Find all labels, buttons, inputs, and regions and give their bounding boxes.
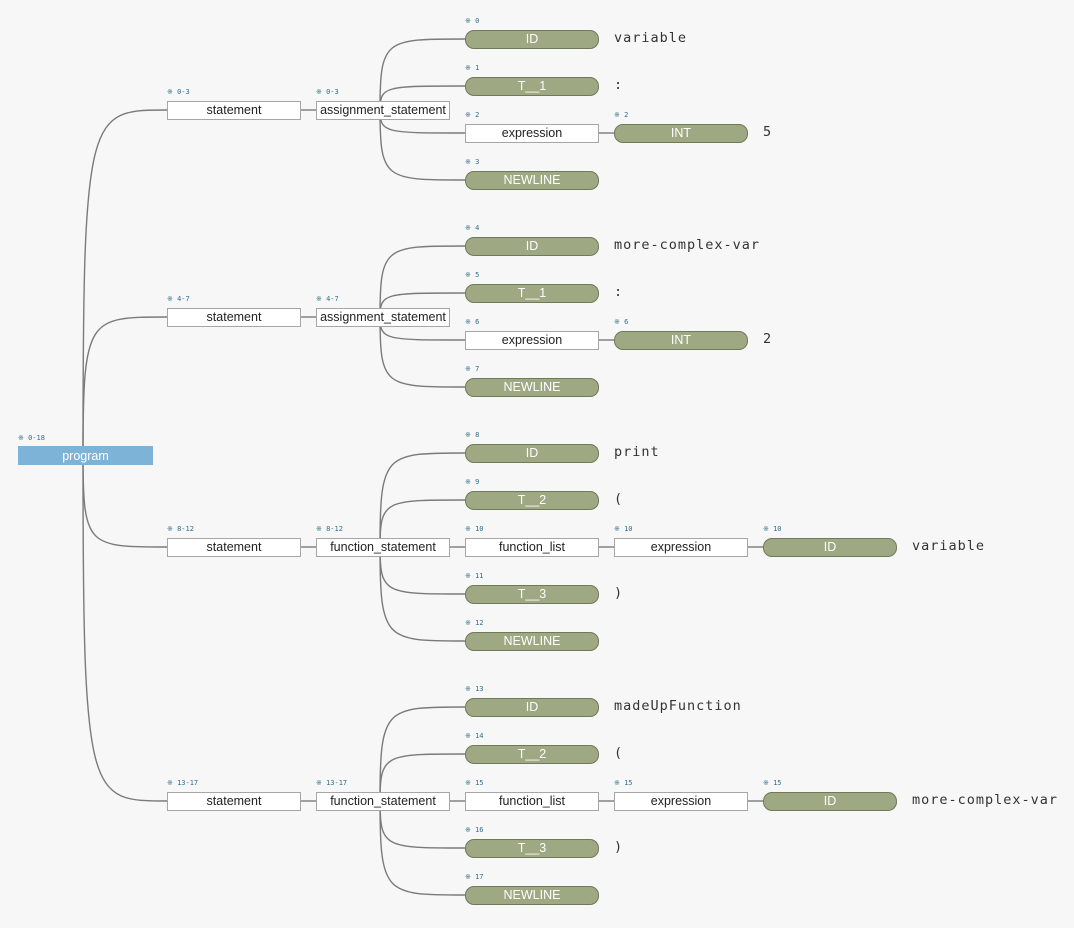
int-node[interactable]: INT [614,123,748,143]
node-range-label: ※ 13-17 [316,778,348,787]
token-text: 5 [763,124,773,140]
tree-edge [379,800,466,896]
node-range-label: ※ 15 [614,778,633,787]
node-range-label: ※ 17 [465,872,484,881]
tree-edge [82,455,168,548]
node-range-label: ※ 6 [614,317,629,326]
node-range-label: ※ 3 [465,157,480,166]
statement-node[interactable]: statement [167,791,301,811]
tree-edge [379,38,466,111]
node-range-label: ※ 13-17 [167,778,199,787]
root-range-label: ※ 0-18 [18,434,45,442]
node-range-label: ※ 4-7 [167,294,190,303]
node-range-label: ※ 15 [763,778,782,787]
tree-edge [379,706,466,802]
int-node[interactable]: INT [614,330,748,350]
tree-edge [82,455,168,802]
tree-edge [379,245,466,318]
newline-node[interactable]: NEWLINE [465,885,599,905]
tree-edge [82,316,168,456]
t-1-node[interactable]: T__1 [465,283,599,303]
id-node[interactable]: ID [465,697,599,717]
node-range-label: ※ 2 [465,110,480,119]
node-range-label: ※ 8 [465,430,480,439]
node-range-label: ※ 1 [465,63,480,72]
node-range-label: ※ 4-7 [316,294,339,303]
t-3-node[interactable]: T__3 [465,584,599,604]
node-range-label: ※ 6 [465,317,480,326]
id-node[interactable]: ID [465,443,599,463]
node-range-label: ※ 9 [465,477,480,486]
tree-edge [379,499,466,548]
node-range-label: ※ 0-3 [167,87,190,96]
node-range-label: ※ 10 [465,524,484,533]
newline-node[interactable]: NEWLINE [465,170,599,190]
token-text: madeUpFunction [614,698,742,714]
statement-node[interactable]: statement [167,100,301,120]
tree-edge [379,316,466,388]
tree-edge [379,452,466,548]
token-text: more-complex-var [912,792,1059,808]
tree-edge [379,753,466,802]
token-text: variable [614,30,688,46]
function-list-node[interactable]: function_list [465,791,599,811]
function-list-node[interactable]: function_list [465,537,599,557]
token-text: print [614,444,660,460]
statement-node[interactable]: statement [167,537,301,557]
node-range-label: ※ 15 [465,778,484,787]
node-range-label: ※ 0-3 [316,87,339,96]
tree-edge [379,109,466,181]
id-node[interactable]: ID [465,29,599,49]
function-statement-node[interactable]: function_statement [316,791,450,811]
id-node[interactable]: ID [763,537,897,557]
assignment-statement-node[interactable]: assignment_statement [316,100,450,120]
expression-node[interactable]: expression [614,537,748,557]
expression-node[interactable]: expression [614,791,748,811]
token-text: more-complex-var [614,237,761,253]
token-text: ( [614,491,624,507]
tree-edge [379,546,466,642]
node-range-label: ※ 10 [614,524,633,533]
t-2-node[interactable]: T__2 [465,744,599,764]
node-range-label: ※ 12 [465,618,484,627]
node-range-label: ※ 8-12 [316,524,343,533]
tree-edge [82,109,168,456]
expression-node[interactable]: expression [465,330,599,350]
node-range-label: ※ 7 [465,364,480,373]
node-range-label: ※ 13 [465,684,484,693]
function-statement-node[interactable]: function_statement [316,537,450,557]
token-text: ( [614,745,624,761]
newline-node[interactable]: NEWLINE [465,631,599,651]
token-text: ) [614,585,624,601]
token-text: : [614,77,624,93]
node-range-label: ※ 8-12 [167,524,194,533]
node-range-label: ※ 16 [465,825,484,834]
assignment-statement-node[interactable]: assignment_statement [316,307,450,327]
node-range-label: ※ 4 [465,223,480,232]
id-node[interactable]: ID [465,236,599,256]
program-root-node[interactable]: program [18,446,153,465]
t-2-node[interactable]: T__2 [465,490,599,510]
node-range-label: ※ 0 [465,16,480,25]
id-node[interactable]: ID [763,791,897,811]
token-text: variable [912,538,986,554]
node-range-label: ※ 5 [465,270,480,279]
token-text: : [614,284,624,300]
statement-node[interactable]: statement [167,307,301,327]
t-1-node[interactable]: T__1 [465,76,599,96]
expression-node[interactable]: expression [465,123,599,143]
token-text: ) [614,839,624,855]
node-range-label: ※ 11 [465,571,484,580]
t-3-node[interactable]: T__3 [465,838,599,858]
node-range-label: ※ 14 [465,731,484,740]
node-range-label: ※ 2 [614,110,629,119]
newline-node[interactable]: NEWLINE [465,377,599,397]
token-text: 2 [763,331,773,347]
node-range-label: ※ 10 [763,524,782,533]
